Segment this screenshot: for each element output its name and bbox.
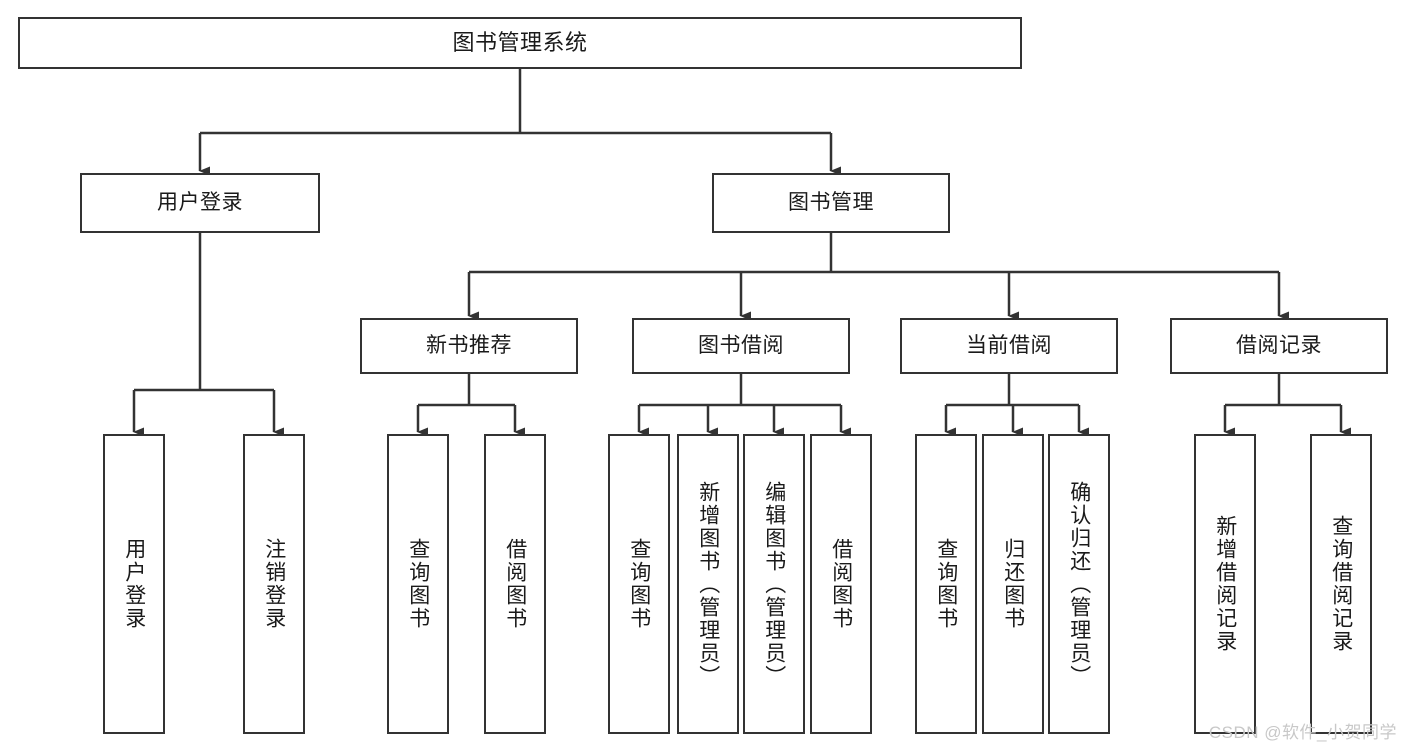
node-leaf-query-book-3-label: 查询图书	[934, 538, 958, 630]
node-current-borrow-label: 当前借阅	[966, 333, 1052, 357]
node-leaf-borrow-book-1-label: 借阅图书	[503, 538, 527, 630]
node-borrow-record[interactable]: 借阅记录	[1170, 318, 1388, 374]
node-leaf-logout[interactable]: 注销登录	[243, 434, 305, 734]
node-leaf-query-book-2-label: 查询图书	[627, 538, 651, 630]
node-leaf-return-book-label: 归还图书	[1001, 538, 1025, 630]
node-leaf-query-book-1-label: 查询图书	[406, 538, 430, 630]
node-borrow-record-label: 借阅记录	[1236, 333, 1322, 357]
node-leaf-add-record[interactable]: 新增借阅记录	[1194, 434, 1256, 734]
node-leaf-confirm-return[interactable]: 确认归还（管理员）	[1048, 434, 1110, 734]
node-book-manage[interactable]: 图书管理	[712, 173, 950, 233]
node-leaf-logout-label: 注销登录	[262, 538, 286, 630]
node-leaf-borrow-book-2-label: 借阅图书	[829, 538, 853, 630]
node-leaf-edit-book-label: 编辑图书（管理员）	[762, 480, 786, 688]
node-user-login-label: 用户登录	[157, 190, 243, 214]
node-user-login[interactable]: 用户登录	[80, 173, 320, 233]
node-leaf-add-book-label: 新增图书（管理员）	[696, 480, 720, 688]
node-leaf-add-book[interactable]: 新增图书（管理员）	[677, 434, 739, 734]
node-leaf-borrow-book-1[interactable]: 借阅图书	[484, 434, 546, 734]
node-leaf-confirm-return-label: 确认归还（管理员）	[1067, 480, 1091, 688]
node-book-borrow[interactable]: 图书借阅	[632, 318, 850, 374]
node-leaf-user-login[interactable]: 用户登录	[103, 434, 165, 734]
csdn-watermark: CSDN @软件_小贺同学	[1208, 723, 1397, 742]
node-current-borrow[interactable]: 当前借阅	[900, 318, 1118, 374]
node-leaf-user-login-label: 用户登录	[122, 538, 146, 630]
node-book-manage-label: 图书管理	[788, 190, 874, 214]
node-leaf-return-book[interactable]: 归还图书	[982, 434, 1044, 734]
node-root-label: 图书管理系统	[452, 30, 588, 56]
node-leaf-query-record[interactable]: 查询借阅记录	[1310, 434, 1372, 734]
node-new-book-recommend-label: 新书推荐	[426, 333, 512, 357]
node-leaf-add-record-label: 新增借阅记录	[1213, 515, 1237, 653]
node-leaf-query-book-2[interactable]: 查询图书	[608, 434, 670, 734]
node-book-borrow-label: 图书借阅	[698, 333, 784, 357]
node-leaf-query-record-label: 查询借阅记录	[1329, 515, 1353, 653]
node-root[interactable]: 图书管理系统	[18, 17, 1022, 69]
node-new-book-recommend[interactable]: 新书推荐	[360, 318, 578, 374]
node-leaf-query-book-1[interactable]: 查询图书	[387, 434, 449, 734]
node-leaf-query-book-3[interactable]: 查询图书	[915, 434, 977, 734]
node-leaf-edit-book[interactable]: 编辑图书（管理员）	[743, 434, 805, 734]
node-leaf-borrow-book-2[interactable]: 借阅图书	[810, 434, 872, 734]
